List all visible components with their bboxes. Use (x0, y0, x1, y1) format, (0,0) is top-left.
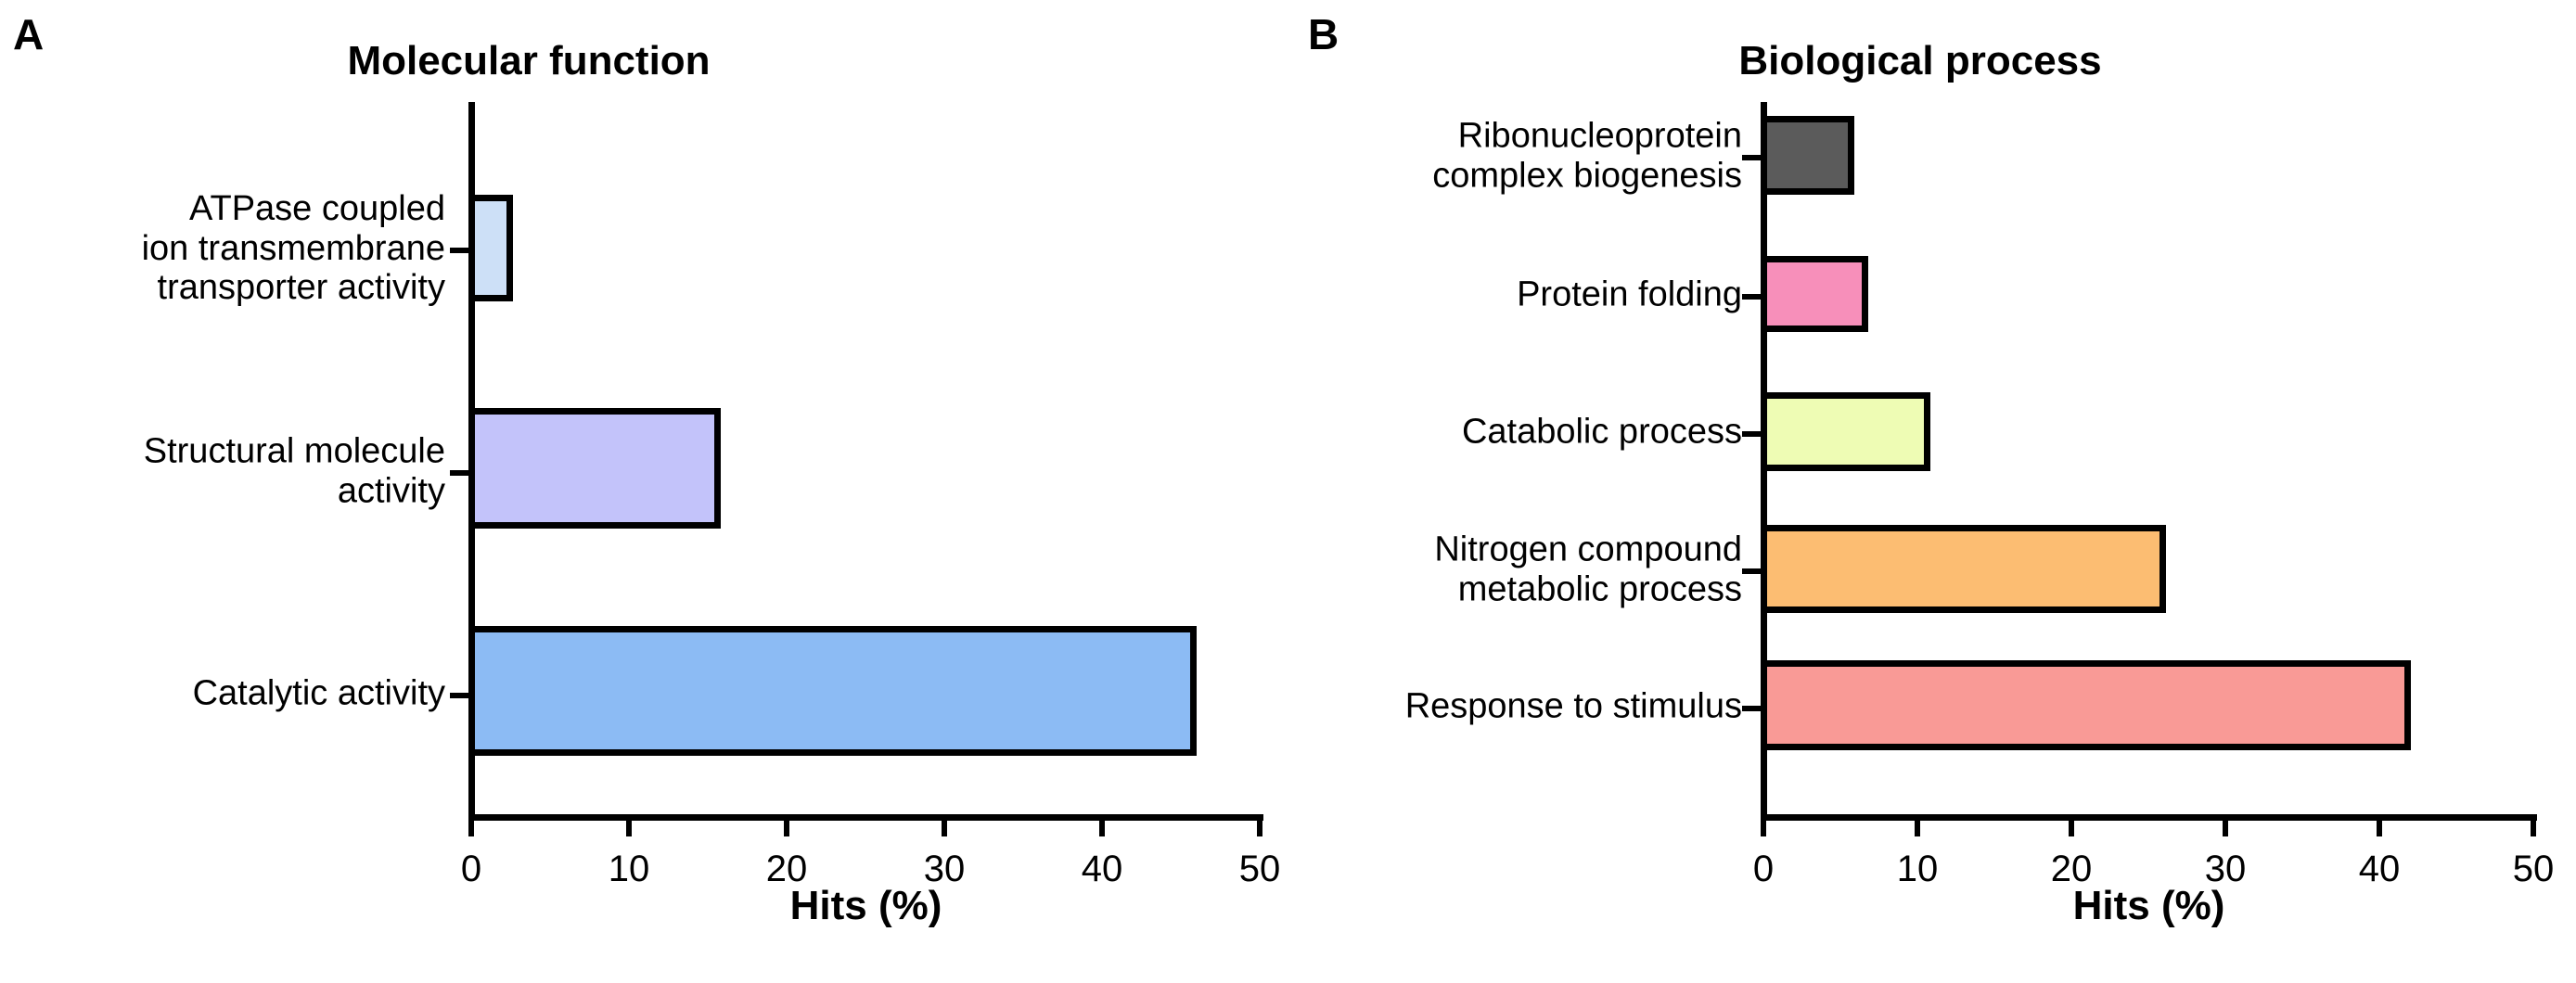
panel-b-ytick-2 (1742, 431, 1761, 437)
panel-b-xtick-40 (2377, 821, 2382, 836)
panel-b-ytick-1 (1742, 294, 1761, 300)
panel-b-letter: B (1308, 10, 1339, 58)
panel-b-x-axis-title: Hits (%) (2072, 883, 2225, 928)
panel-a-xtick-30 (942, 821, 947, 836)
panel-b-plot-area: 0 10 20 30 40 50 (1742, 102, 2554, 887)
panel-a-xtick-10 (626, 821, 632, 836)
panel-b-xtick-label-10: 10 (1896, 849, 1939, 889)
panel-a-x-axis-title: Hits (%) (789, 883, 942, 928)
panel-b-xtick-30 (2223, 821, 2228, 836)
panel-a-xtick-label-30: 30 (923, 849, 966, 889)
category-label-nitrogen-compound-metabolic-process: Nitrogen compound metabolic process (1434, 530, 1742, 608)
category-label-atpase-coupled-ion-transmembrane-transporter-activity: ATPase coupled ion transmembrane transpo… (141, 189, 445, 308)
panel-b-xtick-label-20: 20 (2050, 849, 2093, 889)
panel-a-xtick-label-10: 10 (608, 849, 650, 889)
panel-a: A Molecular function 0 10 20 30 40 50 (13, 10, 1280, 928)
bar-protein-folding[interactable] (1761, 256, 1868, 332)
panel-a-xtick-50 (1257, 821, 1262, 836)
bar-ribonucleoprotein-complex-biogenesis[interactable] (1761, 116, 1854, 195)
panel-a-xtick-40 (1099, 821, 1105, 836)
panel-a-ytick-1 (450, 470, 468, 476)
panel-b-xtick-label-30: 30 (2204, 849, 2247, 889)
panel-b-xtick-10 (1915, 821, 1920, 836)
panel-a-xtick-0 (468, 821, 474, 836)
category-label-catalytic-activity: Catalytic activity (192, 673, 445, 713)
panel-a-x-axis-line (468, 814, 1263, 821)
bar-response-to-stimulus[interactable] (1761, 660, 2411, 750)
category-label-catabolic-process: Catabolic process (1461, 412, 1742, 452)
category-label-structural-molecule-activity: Structural molecule activity (143, 431, 445, 510)
panel-a-xtick-20 (784, 821, 789, 836)
panel-b-xtick-label-0: 0 (1752, 849, 1775, 889)
bar-catabolic-process[interactable] (1761, 392, 1930, 471)
bar-structural-molecule-activity[interactable] (468, 408, 721, 529)
panel-a-xtick-label-20: 20 (765, 849, 808, 889)
category-label-ribonucleoprotein-complex-biogenesis: Ribonucleoprotein complex biogenesis (1432, 116, 1742, 195)
panel-b-ytick-3 (1742, 568, 1761, 574)
panel-a-plot-area: 0 10 20 30 40 50 (450, 102, 1280, 887)
panel-a-letter: A (13, 10, 45, 58)
panel-a-ytick-0 (450, 248, 468, 253)
panel-a-xtick-label-40: 40 (1081, 849, 1123, 889)
panel-a-ytick-2 (450, 693, 468, 698)
bar-catalytic-activity[interactable] (468, 626, 1197, 756)
panel-a-xtick-label-0: 0 (460, 849, 482, 889)
panel-b-ytick-0 (1742, 155, 1761, 160)
panel-b-xtick-label-50: 50 (2512, 849, 2555, 889)
bar-nitrogen-compound-metabolic-process[interactable] (1761, 525, 2166, 613)
panel-a-title: Molecular function (347, 38, 711, 83)
category-label-response-to-stimulus: Response to stimulus (1404, 686, 1742, 726)
panel-a-xtick-label-50: 50 (1238, 849, 1281, 889)
panel-b-xtick-label-40: 40 (2358, 849, 2401, 889)
panel-b-title: Biological process (1738, 38, 2102, 83)
bar-atpase-coupled-ion-transmembrane-transporter-activity[interactable] (468, 195, 513, 301)
panel-b-x-axis-line (1761, 814, 2537, 821)
panel-b: B Biological process 0 10 20 30 40 50 (1289, 0, 2576, 983)
category-label-protein-folding: Protein folding (1517, 274, 1742, 314)
panel-b-ytick-4 (1742, 706, 1761, 711)
panel-b-xtick-0 (1761, 821, 1766, 836)
panel-b-xtick-50 (2531, 821, 2536, 836)
panel-b-xtick-20 (2069, 821, 2074, 836)
